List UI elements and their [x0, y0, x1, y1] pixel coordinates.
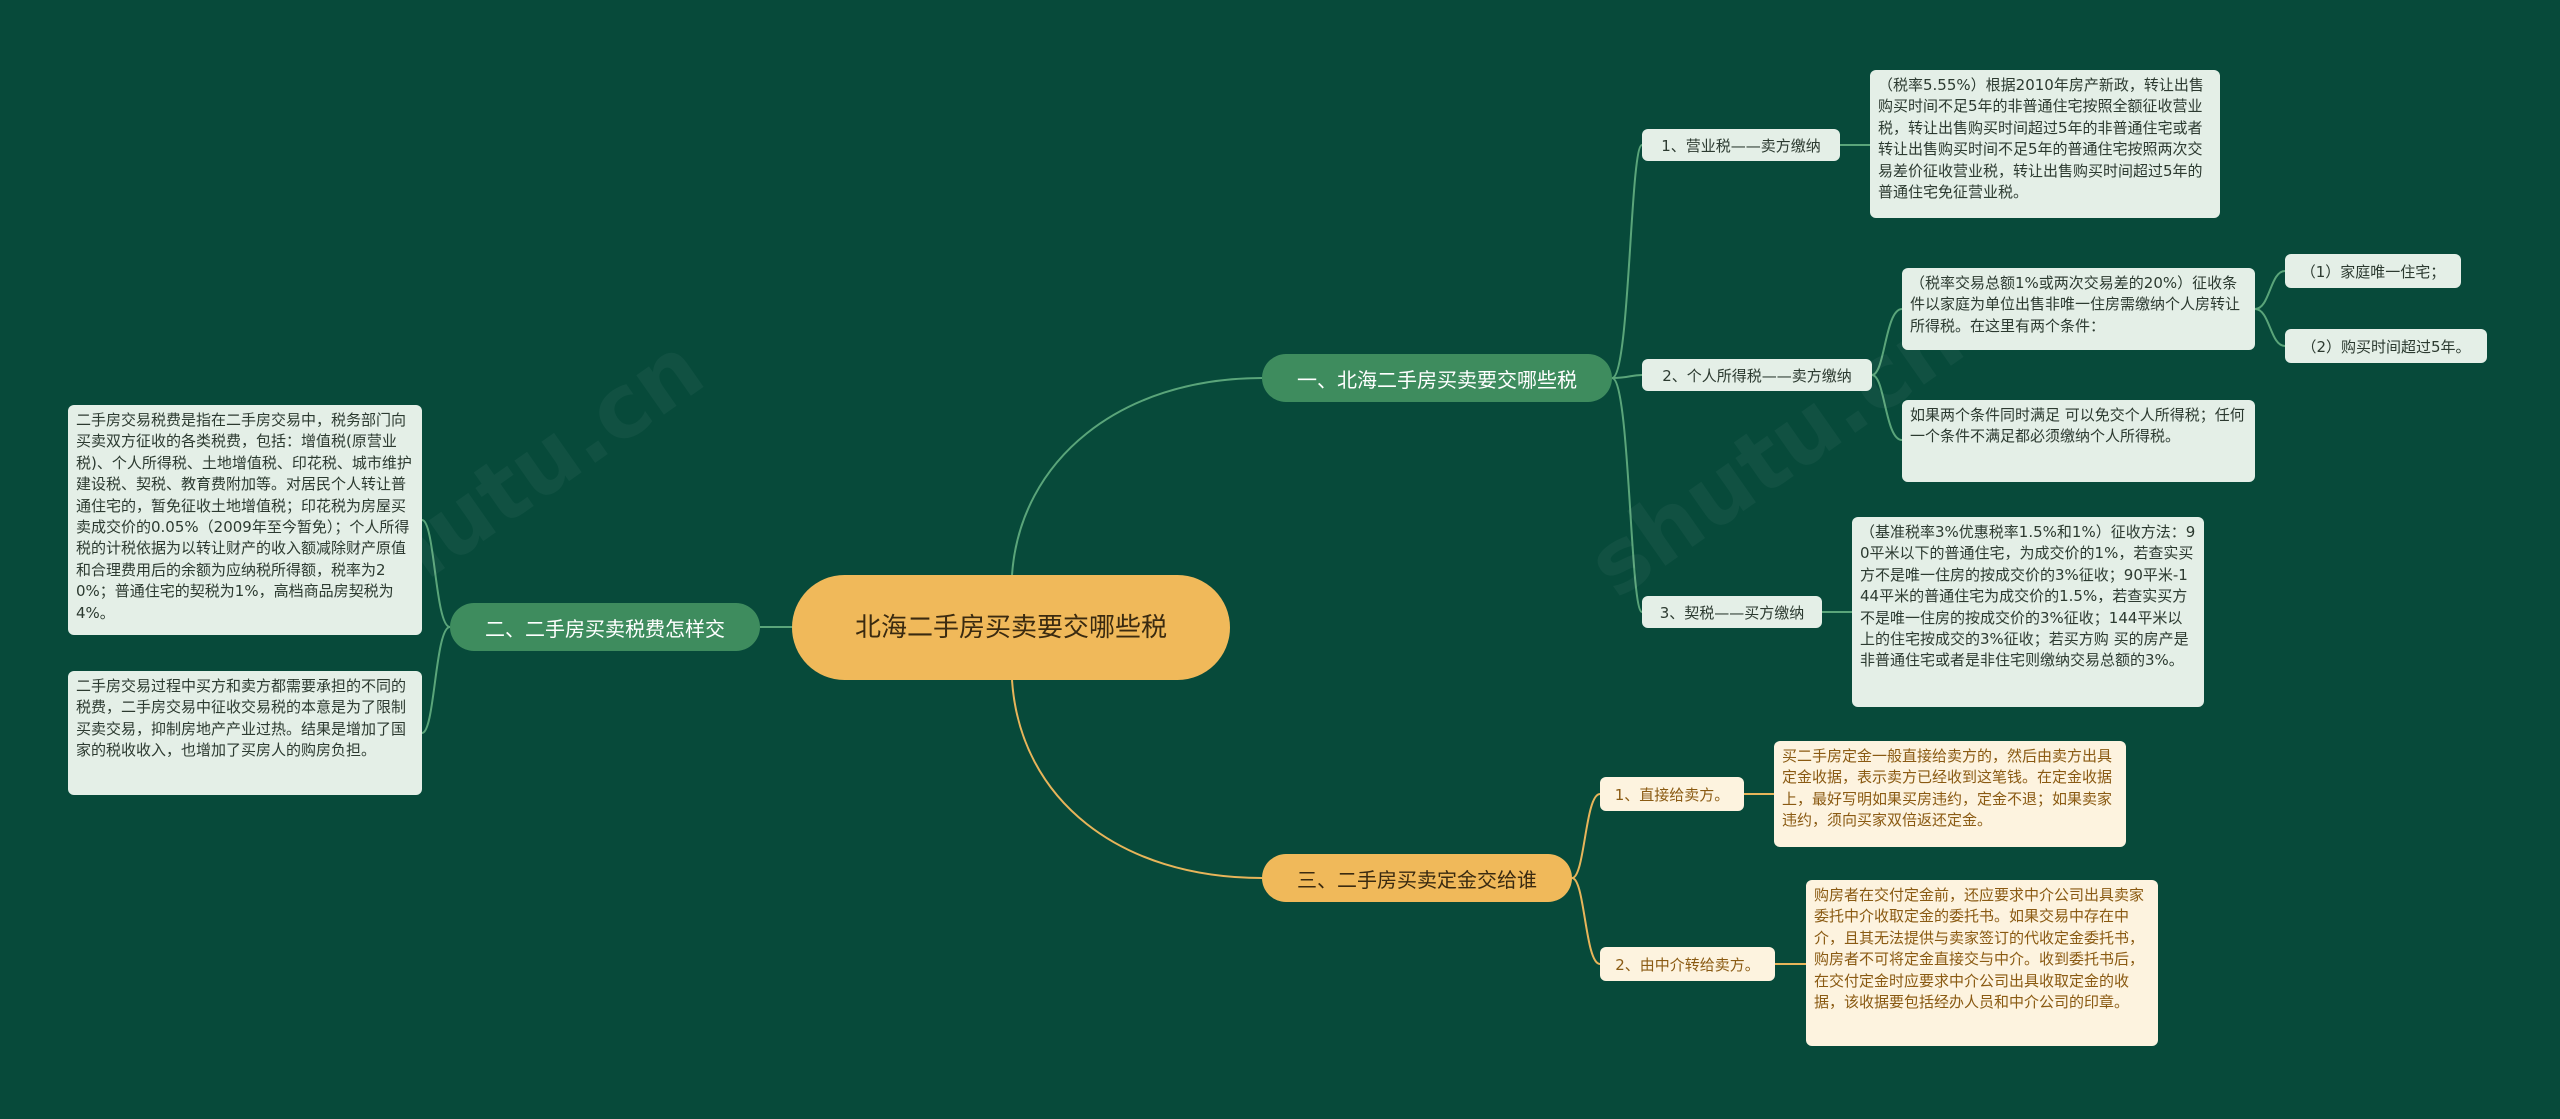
income-tax-exemption: 如果两个条件同时满足 可以免交个人所得税；任何一个条件不满足都必须缴纳个人所得税…	[1902, 400, 2255, 482]
income-tax-exemption-text: 如果两个条件同时满足 可以免交个人所得税；任何一个条件不满足都必须缴纳个人所得税…	[1910, 406, 2245, 446]
link-branch1-sub3	[1611, 377, 1643, 613]
tax-fee-purpose-text: 二手房交易过程中买方和卖方都需要承担的不同的税费，二手房交易中征收交易税的本意是…	[76, 677, 407, 760]
branch-taxes-label: 一、北海二手房买卖要交哪些税	[1297, 367, 1577, 392]
topic-deed-tax-label: 3、契税——买方缴纳	[1659, 603, 1805, 622]
link-sub2-detail2	[1871, 374, 1903, 441]
tax-fee-overview-text: 二手房交易税费是指在二手房交易中，税务部门向买卖双方征收的各类税费，包括：增值税…	[76, 411, 412, 622]
topic-via-agency-label: 2、由中介转给卖方。	[1615, 955, 1760, 974]
branch-how-to-pay[interactable]: 二、二手房买卖税费怎样交	[450, 603, 760, 651]
link-branch3-sub1	[1571, 793, 1601, 879]
branch-taxes[interactable]: 一、北海二手房买卖要交哪些税	[1262, 354, 1612, 402]
via-agency-detail-text: 购房者在交付定金前，还应要求中介公司出具卖家委托中介收取定金的委托书。如果交易中…	[1814, 886, 2145, 1012]
link-detail1-cond2	[2254, 308, 2286, 347]
link-branch3-sub2	[1571, 877, 1601, 965]
topic-via-agency[interactable]: 2、由中介转给卖方。	[1600, 947, 1775, 981]
root-topic[interactable]: 北海二手房买卖要交哪些税	[792, 575, 1230, 680]
income-tax-detail-text: （税率交易总额1%或两次交易差的20%）征收条件以家庭为单位出售非唯一住房需缴纳…	[1910, 274, 2241, 335]
link-branch2-detail2	[421, 626, 451, 734]
topic-business-tax[interactable]: 1、营业税——卖方缴纳	[1642, 129, 1840, 161]
direct-to-seller-detail: 买二手房定金一般直接给卖方的，然后由卖方出具定金收据，表示卖方已经收到这笔钱。在…	[1774, 741, 2126, 847]
topic-direct-to-seller[interactable]: 1、直接给卖方。	[1600, 777, 1744, 811]
link-branch1-sub2	[1611, 374, 1643, 379]
topic-business-tax-label: 1、营业税——卖方缴纳	[1661, 136, 1821, 155]
income-tax-condition-2[interactable]: （2）购买时间超过5年。	[2285, 329, 2487, 363]
topic-income-tax-label: 2、个人所得税——卖方缴纳	[1662, 366, 1852, 385]
link-detail1-cond1	[2254, 270, 2286, 310]
deed-tax-detail: （基准税率3%优惠税率1.5%和1%）征收方法：90平米以下的普通住宅，为成交价…	[1852, 517, 2204, 707]
tax-fee-purpose: 二手房交易过程中买方和卖方都需要承担的不同的税费，二手房交易中征收交易税的本意是…	[68, 671, 422, 795]
condition-1-label: （1）家庭唯一住宅；	[2300, 262, 2446, 281]
topic-deed-tax[interactable]: 3、契税——买方缴纳	[1642, 596, 1822, 628]
link-root-branch3	[1011, 679, 1263, 879]
topic-income-tax[interactable]: 2、个人所得税——卖方缴纳	[1642, 359, 1872, 391]
branch-deposit[interactable]: 三、二手房买卖定金交给谁	[1262, 854, 1572, 902]
link-sub2-detail1	[1871, 308, 1903, 376]
branch-deposit-label: 三、二手房买卖定金交给谁	[1297, 867, 1537, 892]
direct-to-seller-detail-text: 买二手房定金一般直接给卖方的，然后由卖方出具定金收据，表示卖方已经收到这笔钱。在…	[1782, 747, 2113, 830]
business-tax-detail: （税率5.55%）根据2010年房产新政，转让出售购买时间不足5年的非普通住宅按…	[1870, 70, 2220, 218]
income-tax-detail: （税率交易总额1%或两次交易差的20%）征收条件以家庭为单位出售非唯一住房需缴纳…	[1902, 268, 2255, 350]
link-branch1-sub1	[1611, 144, 1643, 379]
tax-fee-overview: 二手房交易税费是指在二手房交易中，税务部门向买卖双方征收的各类税费，包括：增值税…	[68, 405, 422, 635]
business-tax-detail-text: （税率5.55%）根据2010年房产新政，转让出售购买时间不足5年的非普通住宅按…	[1878, 76, 2204, 202]
via-agency-detail: 购房者在交付定金前，还应要求中介公司出具卖家委托中介收取定金的委托书。如果交易中…	[1806, 880, 2158, 1046]
condition-2-label: （2）购买时间超过5年。	[2301, 337, 2471, 356]
link-branch2-detail1	[421, 519, 451, 628]
deed-tax-detail-text: （基准税率3%优惠税率1.5%和1%）征收方法：90平米以下的普通住宅，为成交价…	[1860, 523, 2196, 670]
income-tax-condition-1[interactable]: （1）家庭唯一住宅；	[2285, 254, 2461, 288]
topic-direct-to-seller-label: 1、直接给卖方。	[1614, 785, 1730, 804]
branch-how-to-pay-label: 二、二手房买卖税费怎样交	[485, 616, 725, 641]
link-root-branch1	[1011, 377, 1263, 576]
root-title: 北海二手房买卖要交哪些税	[854, 612, 1167, 643]
